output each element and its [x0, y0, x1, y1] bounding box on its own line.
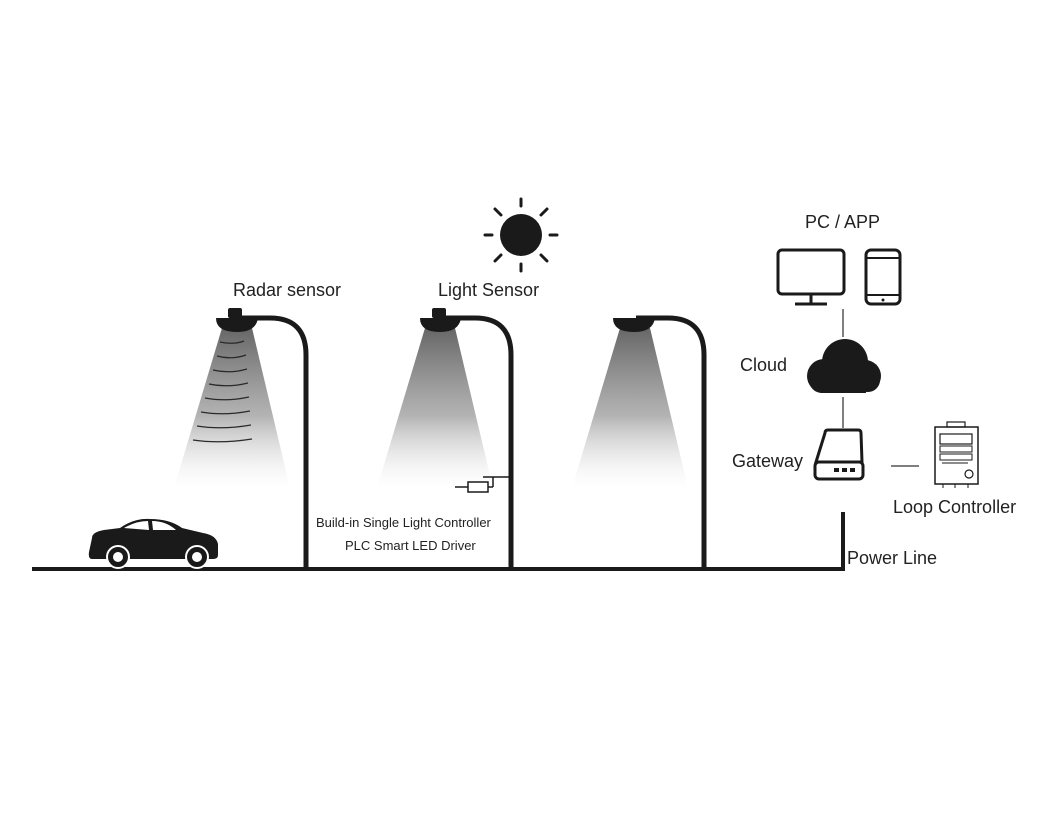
sun-icon [483, 197, 559, 273]
street-light-radar [174, 308, 309, 569]
street-light-plain [572, 315, 707, 569]
power-line-label: Power Line [847, 548, 937, 568]
street-light-light-sensor [377, 308, 514, 569]
gateway-icon [813, 428, 865, 481]
connector-lines [842, 309, 919, 467]
radar-wave-icon [192, 340, 253, 443]
loop-controller-icon [934, 421, 979, 488]
light-beam [377, 328, 493, 488]
light-sensor-label: Light Sensor [438, 280, 539, 300]
monitor-icon [776, 248, 846, 306]
ground-line [32, 512, 845, 571]
resistor-icon [455, 476, 511, 493]
gateway-label: Gateway [732, 451, 803, 471]
light-beam [572, 328, 688, 488]
controller-label-line2: PLC Smart LED Driver [345, 538, 476, 553]
light-beam [174, 328, 290, 488]
loop-controller-label: Loop Controller [893, 497, 1016, 517]
cloud-icon [807, 339, 881, 393]
controller-label-line1: Build-in Single Light Controller [316, 515, 492, 530]
radar-sensor-label: Radar sensor [233, 280, 341, 300]
cloud-label: Cloud [740, 355, 787, 375]
car-icon [88, 518, 218, 569]
pc-app-label: PC / APP [805, 212, 880, 232]
phone-icon [864, 248, 902, 306]
